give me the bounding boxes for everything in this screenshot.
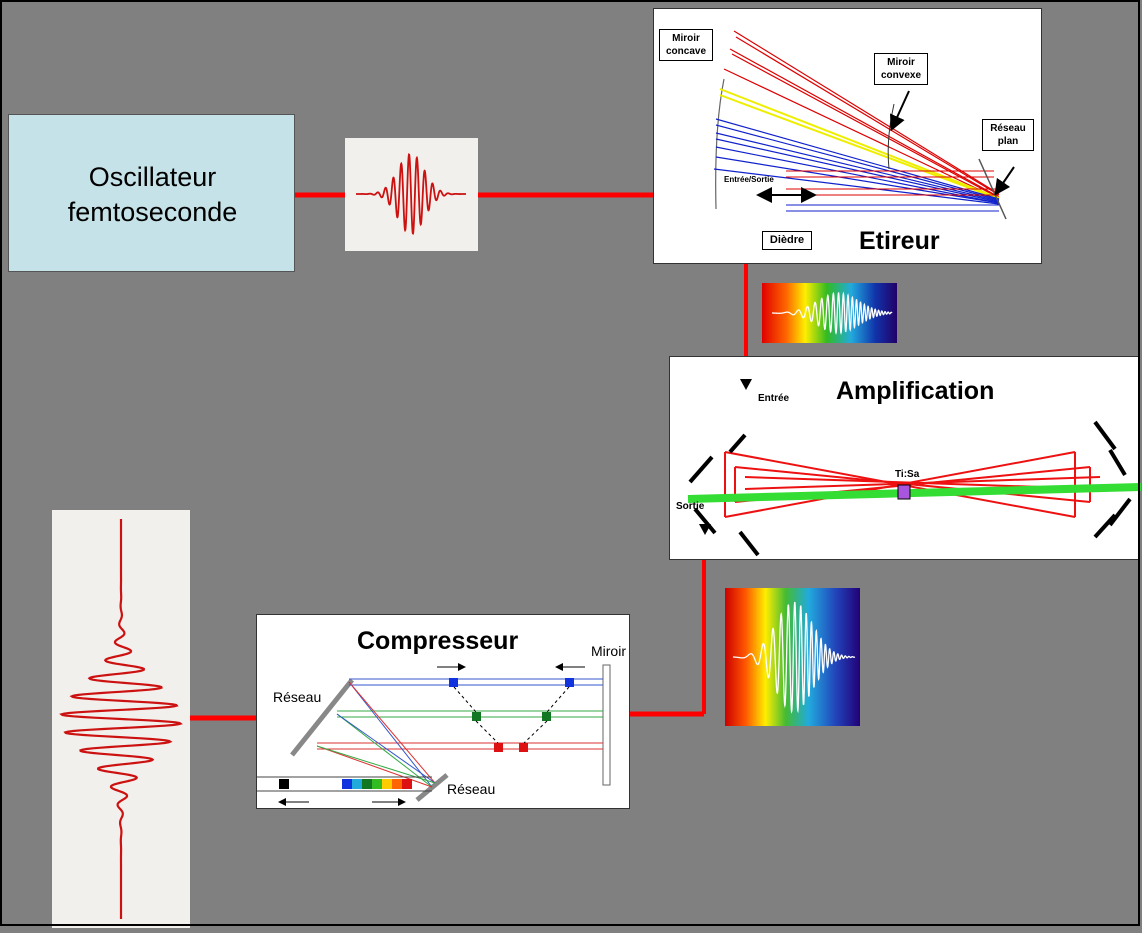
compressed-pulse-image: [52, 510, 190, 928]
amplifier-mirrors: [688, 420, 1132, 557]
compressor-mirror-label: Miroir: [591, 643, 626, 659]
ti-sa-label: Ti:Sa: [895, 469, 920, 480]
green-square: [542, 712, 551, 721]
amplifier-red-rays: [724, 451, 1101, 518]
stretcher-title: Etireur: [859, 227, 940, 255]
stretcher-grating-shape: [978, 158, 1007, 220]
stretched-pulse-spectrum: [762, 283, 897, 343]
compressor-title: Compresseur: [357, 627, 519, 655]
compressor-optics: [257, 663, 611, 806]
compressed-pulse-waveform: [59, 519, 183, 919]
amplified-pulse-image: [725, 588, 860, 726]
stretched-pulse-image: [762, 283, 897, 343]
amplifier-box: Entrée Sortie Ti:Sa Amplification: [669, 356, 1141, 560]
red-square: [494, 743, 503, 752]
green-square: [472, 712, 481, 721]
stretcher-optics: [713, 30, 1015, 220]
stretcher-yellow-rays: [719, 88, 1000, 200]
amplifier-entry-label: Entrée: [758, 393, 790, 404]
blue-square: [449, 678, 458, 687]
oscillator-label-line2: femtoseconde: [67, 197, 238, 227]
compressor-grating-2-label: Réseau: [447, 781, 496, 797]
stretcher-red-rays: [723, 30, 1000, 200]
amplifier-optics: [687, 379, 1141, 557]
amplified-pulse-spectrum: [725, 588, 860, 726]
entry-exit-label: Entrée/Sortie: [724, 175, 774, 184]
blue-square: [565, 678, 574, 687]
red-square: [519, 743, 528, 752]
short-pulse-waveform: [356, 153, 466, 235]
oscillator-label-line1: Oscillateur: [88, 162, 217, 192]
compressor-grating-2: [415, 773, 449, 802]
oscillator-box: Oscillateur femtoseconde: [8, 114, 295, 272]
convex-mirror-shape: [887, 103, 895, 170]
amplifier-title: Amplification: [836, 377, 995, 405]
compressor-grating-1-label: Réseau: [273, 689, 322, 705]
amplifier-exit-label: Sortie: [676, 501, 705, 512]
compressor-grating-1: [290, 678, 354, 757]
pump-beam: [687, 483, 1141, 503]
ti-sa-crystal: [897, 484, 911, 500]
dihedral-label: Dièdre: [762, 231, 812, 250]
short-pulse-image: [345, 138, 478, 251]
compressor-box: Compresseur Réseau Réseau Miroir: [256, 614, 630, 809]
concave-mirror-shape: [715, 78, 725, 210]
compressor-mirror: [602, 664, 611, 786]
